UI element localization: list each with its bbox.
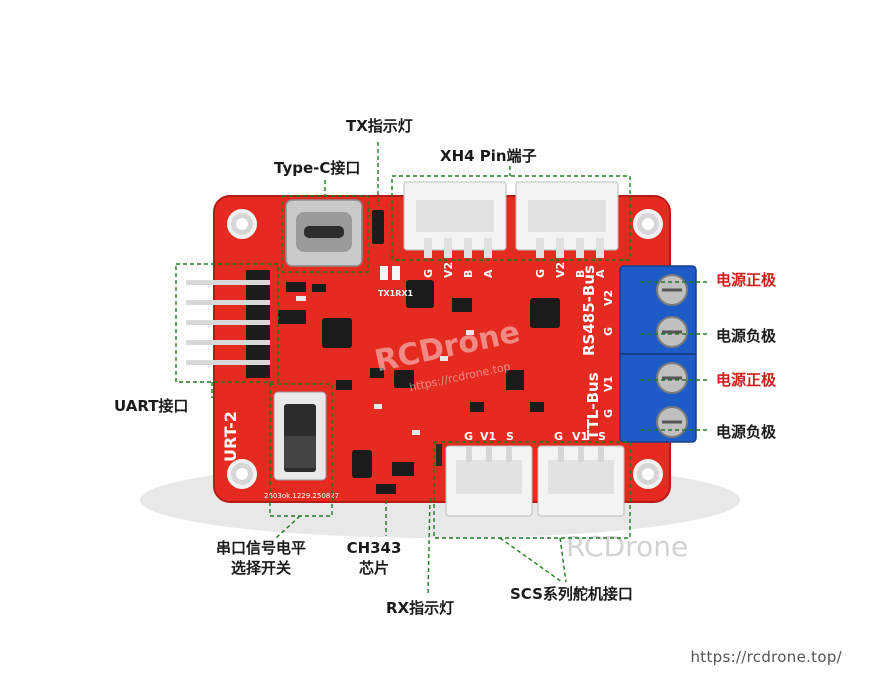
pin-label: A (482, 269, 495, 278)
pin-label: V1 (602, 376, 615, 392)
slide-switch (273, 391, 327, 481)
pin-label: B (574, 270, 587, 278)
uart-port-label: UART接口 (114, 397, 189, 415)
power-negative-label: 电源负极 (716, 423, 777, 441)
date-code-silk: 2603ok.1229.250827 (264, 492, 339, 500)
typec-connector (285, 199, 363, 267)
pin-labels-right: V2 G V1 G (602, 290, 615, 418)
bottom-watermark: RCDrone (566, 530, 688, 563)
pin-label: G (554, 430, 563, 443)
pin-label: A (594, 269, 607, 278)
rs485-bus-label: RS485-Bus (580, 265, 598, 356)
pin-label: B (462, 270, 475, 278)
pin-label: V2 (442, 262, 455, 278)
rx-indicator-label: RX指示灯 (386, 599, 455, 617)
screw-terminals (619, 265, 697, 443)
pin-label: V2 (554, 262, 567, 278)
xh4-connector-right (515, 181, 619, 258)
power-negative-label: 电源负极 (716, 327, 777, 345)
xh4-connector-left (403, 181, 507, 258)
board-edge-label: URT-2 (221, 411, 240, 462)
smd-pads (296, 296, 474, 435)
scs-connector-right (537, 445, 625, 517)
smd-components (278, 210, 560, 494)
indicator-leds (380, 266, 442, 466)
pin-labels-bottom: G V1 S G V1 S (464, 430, 606, 443)
level-switch-line1: 串口信号电平 (215, 539, 306, 557)
power-positive-label: 电源正极 (716, 271, 777, 289)
pin-label: G (534, 269, 547, 278)
pin-label: V2 (602, 290, 615, 306)
ttl-bus-label: TTL-Bus (584, 372, 602, 440)
level-switch-line2: 选择开关 (230, 559, 291, 577)
tx-indicator-label: TX指示灯 (346, 117, 413, 135)
scs-servo-port-label: SCS系列舵机接口 (510, 585, 633, 603)
level-switch-label: 串口信号电平 选择开关 (198, 538, 324, 578)
pin-label: V1 (480, 430, 496, 443)
pin-label: S (506, 430, 514, 443)
pin-label: G (602, 409, 615, 418)
pin-label: G (422, 269, 435, 278)
typec-port-label: Type-C接口 (274, 159, 361, 177)
tx-rx-silk: TX1RX1 (378, 289, 414, 298)
xh4-terminal-label: XH4 Pin端子 (440, 147, 537, 165)
pin-label: S (598, 430, 606, 443)
mounting-holes (227, 209, 663, 489)
ch343-line2: 芯片 (358, 559, 389, 577)
scs-connector-left (445, 445, 533, 517)
pin-label: V1 (572, 430, 588, 443)
ch343-line1: CH343 (346, 539, 402, 557)
pin-labels-top: G V2 B A G V2 B A (422, 262, 607, 278)
footer-url: https://rcdrone.top/ (690, 648, 842, 666)
power-positive-label: 电源正极 (716, 371, 777, 389)
pin-label: G (464, 430, 473, 443)
uart-header (186, 270, 270, 378)
pin-label: G (602, 327, 615, 336)
ch343-label: CH343 芯片 (338, 538, 410, 578)
leader-lines (211, 142, 708, 597)
